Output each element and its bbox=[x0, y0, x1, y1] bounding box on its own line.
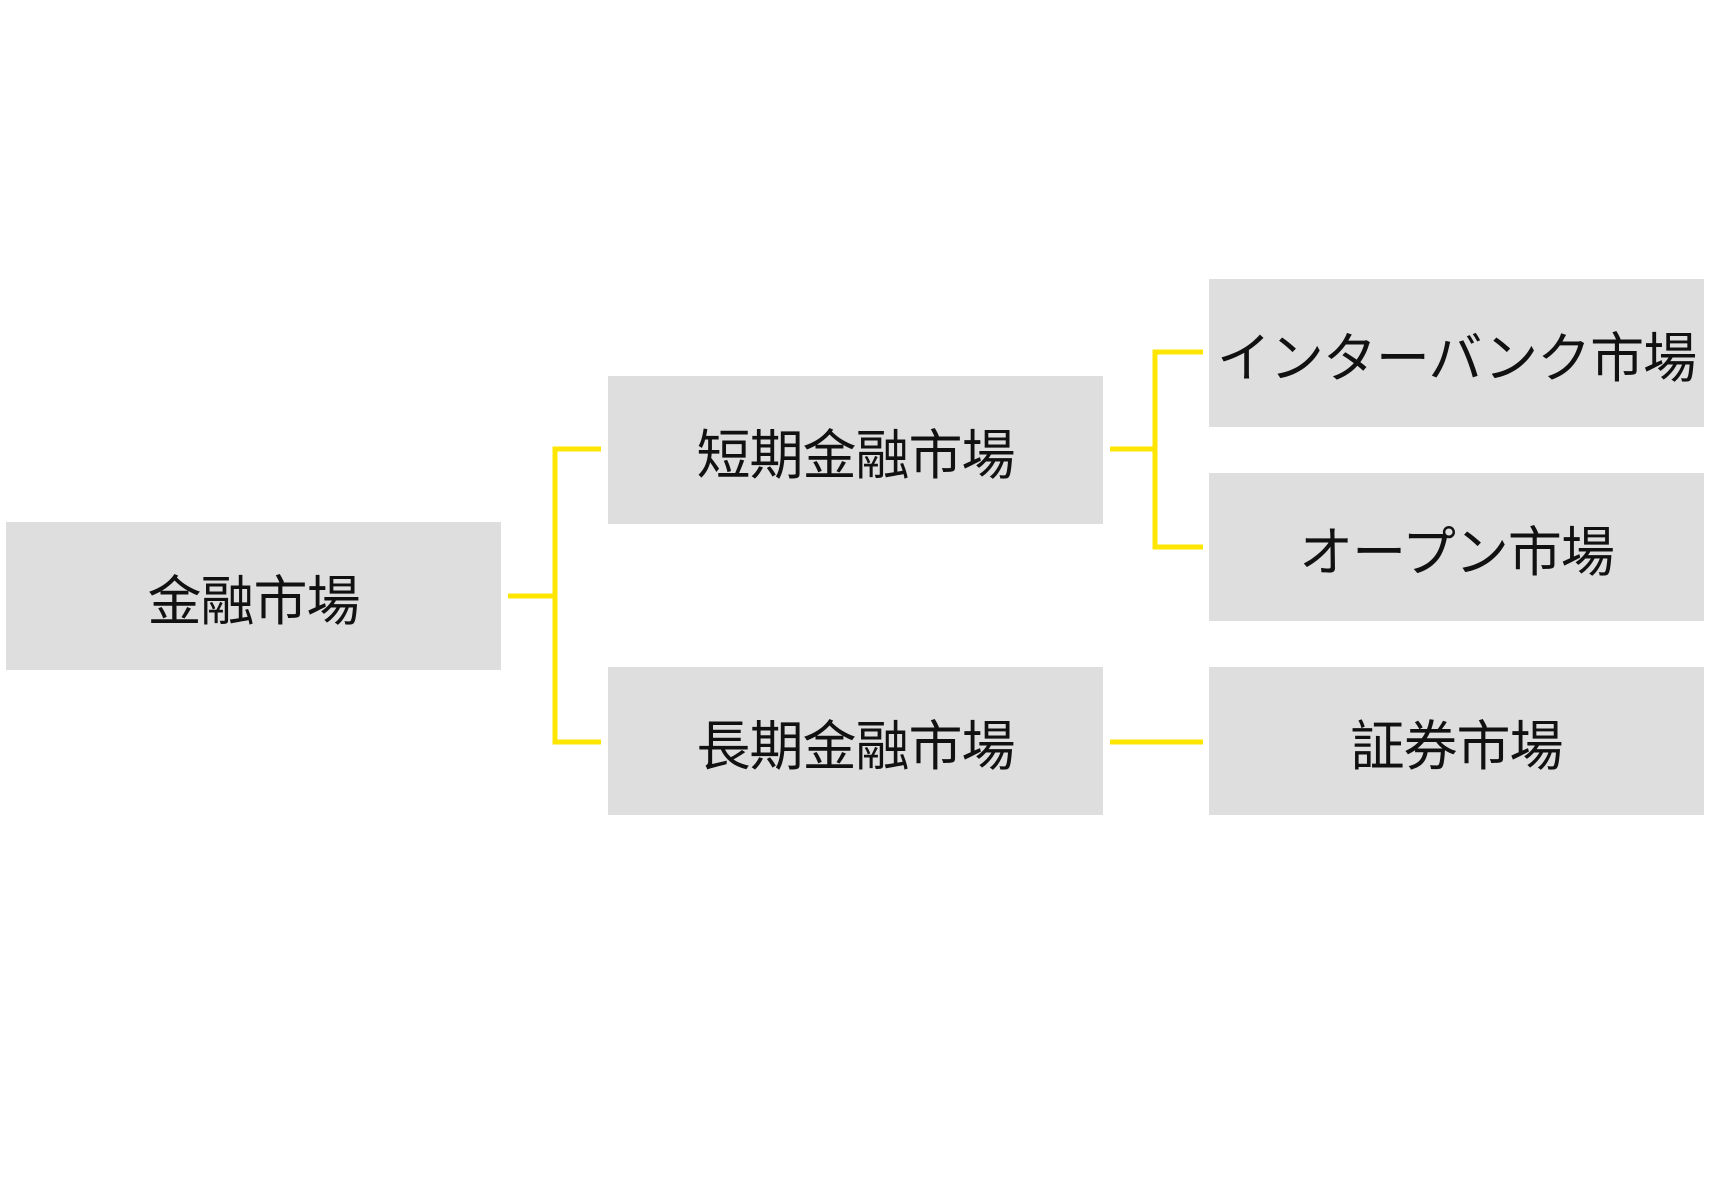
node-securities-market: 証券市場 bbox=[1209, 667, 1704, 815]
node-open-market: オープン市場 bbox=[1209, 473, 1704, 621]
node-label: 短期金融市場 bbox=[696, 423, 1016, 487]
node-financial-market: 金融市場 bbox=[6, 522, 501, 670]
node-label: インターバンク市場 bbox=[1216, 326, 1697, 390]
connector-short-bracket bbox=[1152, 349, 1203, 550]
node-label: 証券市場 bbox=[1350, 714, 1564, 778]
node-long-term-market: 長期金融市場 bbox=[608, 667, 1103, 815]
node-label: 長期金融市場 bbox=[696, 714, 1016, 778]
node-label: オープン市場 bbox=[1299, 520, 1615, 584]
node-interbank-market: インターバンク市場 bbox=[1209, 279, 1704, 427]
node-short-term-market: 短期金融市場 bbox=[608, 376, 1103, 524]
connector-root-bracket bbox=[552, 446, 601, 745]
node-label: 金融市場 bbox=[147, 569, 361, 633]
